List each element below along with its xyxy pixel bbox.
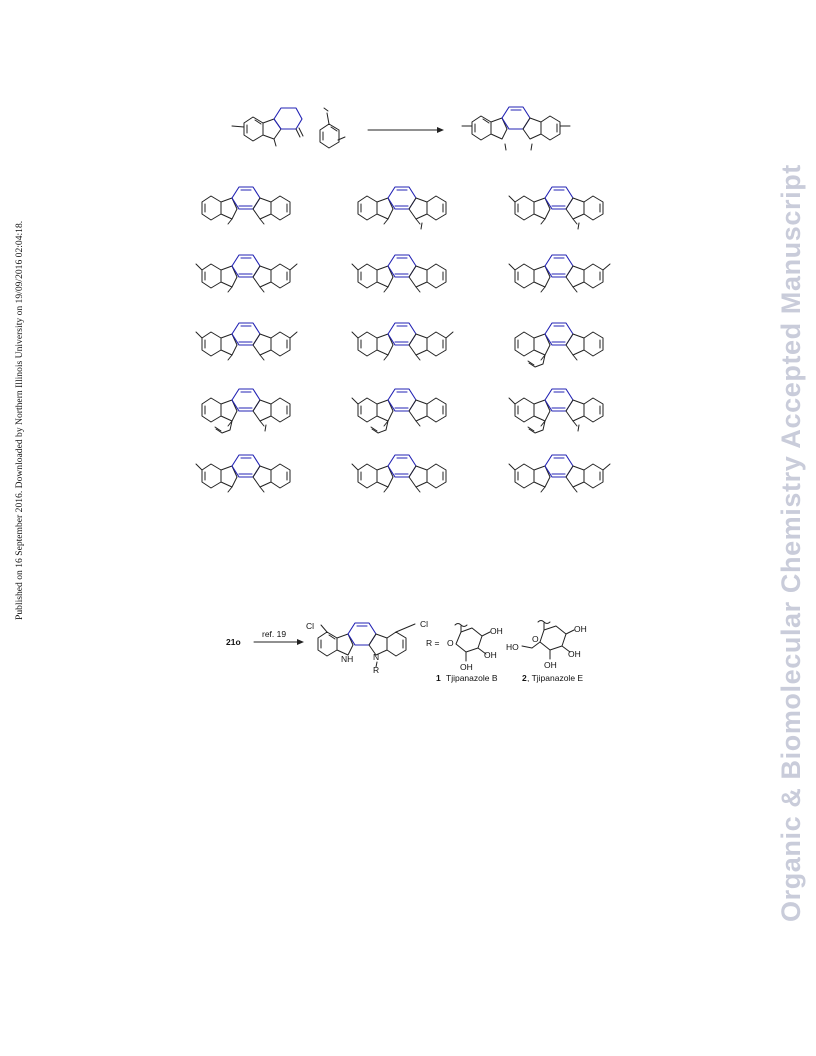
sugar1-oh-2: OH: [484, 650, 497, 660]
sugar1-oh-3: OH: [460, 662, 473, 672]
atom-r: R: [373, 665, 379, 675]
chloro-right: Cl: [420, 619, 428, 629]
sugar2-oh-2: OH: [568, 649, 581, 659]
product-grid: [195, 186, 611, 493]
benzo-ring-right: [426, 397, 447, 423]
pyrrole-right: [565, 265, 585, 288]
pyrrole-right: [408, 333, 428, 356]
grid-product-6: [508, 254, 611, 293]
grid-product-1: [201, 186, 291, 225]
product-2-name: , Tjipanazole E: [527, 673, 583, 683]
pyrrole-left: [376, 197, 394, 220]
grid-product-5: [351, 254, 447, 293]
pyrrole-right: [565, 333, 585, 356]
benzo-ring-right: [426, 195, 447, 221]
benzo-ring-right: [426, 331, 447, 357]
pyrrole-left: [220, 333, 238, 356]
pyrrole-right: [252, 465, 272, 488]
product-1-name: Tjipanazole B: [446, 673, 498, 683]
benzo-ring-right: [270, 195, 291, 221]
compound-label-21o: 21o: [226, 637, 241, 647]
arrowhead-1: [437, 127, 444, 133]
grid-product-7: [195, 322, 298, 361]
grid-product-3: [508, 186, 604, 230]
benzo-ring-right: [583, 263, 604, 289]
sugar-2: [521, 620, 575, 660]
pyrrole-right: [408, 265, 428, 288]
pyrrole-right: [408, 197, 428, 220]
atom-n: N: [373, 652, 379, 662]
benzo-ring-right: [426, 263, 447, 289]
grid-product-11: [351, 388, 447, 434]
sugar1-ring-o: O: [447, 638, 454, 648]
r-equals: R =: [426, 638, 440, 648]
pyrrole-left: [533, 265, 551, 288]
sugar2-oh-3: OH: [544, 660, 557, 670]
pyrrole-left: [533, 399, 551, 422]
atom-nh: NH: [341, 654, 353, 664]
arrowhead-2: [297, 639, 304, 645]
pyrrole-left: [220, 197, 238, 220]
pyrrole-right: [252, 265, 272, 288]
benzo-ring-right: [270, 263, 291, 289]
benzo-ring-right: [270, 331, 291, 357]
arrow-label: ref. 19: [262, 629, 286, 639]
benzo-ring-right: [426, 463, 447, 489]
pyrrole-right: [408, 465, 428, 488]
scheme-2: 21o ref. 19 Cl Cl NH N: [226, 619, 587, 683]
pyrrole-left: [376, 399, 394, 422]
pyrrole-left: [533, 333, 551, 356]
product-1-number: 1: [436, 673, 441, 683]
grid-product-14: [351, 454, 447, 493]
grid-product-13: [195, 454, 291, 493]
sugar1-oh-1: OH: [490, 626, 503, 636]
benzo-ring-right: [583, 463, 604, 489]
pyrrole-right: [565, 399, 585, 422]
pyrrole-right: [252, 333, 272, 356]
pyrrole-left: [376, 333, 394, 356]
sugar2-ring-o: O: [532, 634, 539, 644]
pyrrole-left: [533, 197, 551, 220]
pyrrole-left: [376, 465, 394, 488]
pyrrole-left: [220, 399, 238, 422]
sugar2-ho: HO: [506, 642, 519, 652]
chloro-left: Cl: [306, 621, 314, 631]
benzo-ring-right: [583, 195, 604, 221]
grid-product-4: [195, 254, 298, 293]
benzo-ring-right: [270, 397, 291, 423]
pyrrole-right: [565, 465, 585, 488]
grid-product-12: [508, 388, 604, 434]
product-2-number: 2: [522, 673, 527, 683]
grid-product-8: [351, 322, 454, 361]
pyrrole-left: [220, 465, 238, 488]
grid-product-15: [508, 454, 611, 493]
pyrrole-right: [408, 399, 428, 422]
grid-product-10: [201, 388, 291, 434]
pyrrole-right: [565, 197, 585, 220]
grid-product-9: [514, 322, 604, 368]
benzo-ring-right: [583, 331, 604, 357]
pyrrole-left: [220, 265, 238, 288]
sugar-1: [454, 623, 491, 662]
pyrrole-right: [252, 197, 272, 220]
pyrrole-left: [376, 265, 394, 288]
benzo-ring-right: [583, 397, 604, 423]
pyrrole-left: [533, 465, 551, 488]
sugar2-oh-1: OH: [574, 624, 587, 634]
indolocarbazole-product: [461, 106, 571, 151]
grid-product-2: [357, 186, 447, 230]
pyrrole-right: [252, 399, 272, 422]
benzo-ring-right: [270, 463, 291, 489]
starting-material: [231, 107, 346, 149]
